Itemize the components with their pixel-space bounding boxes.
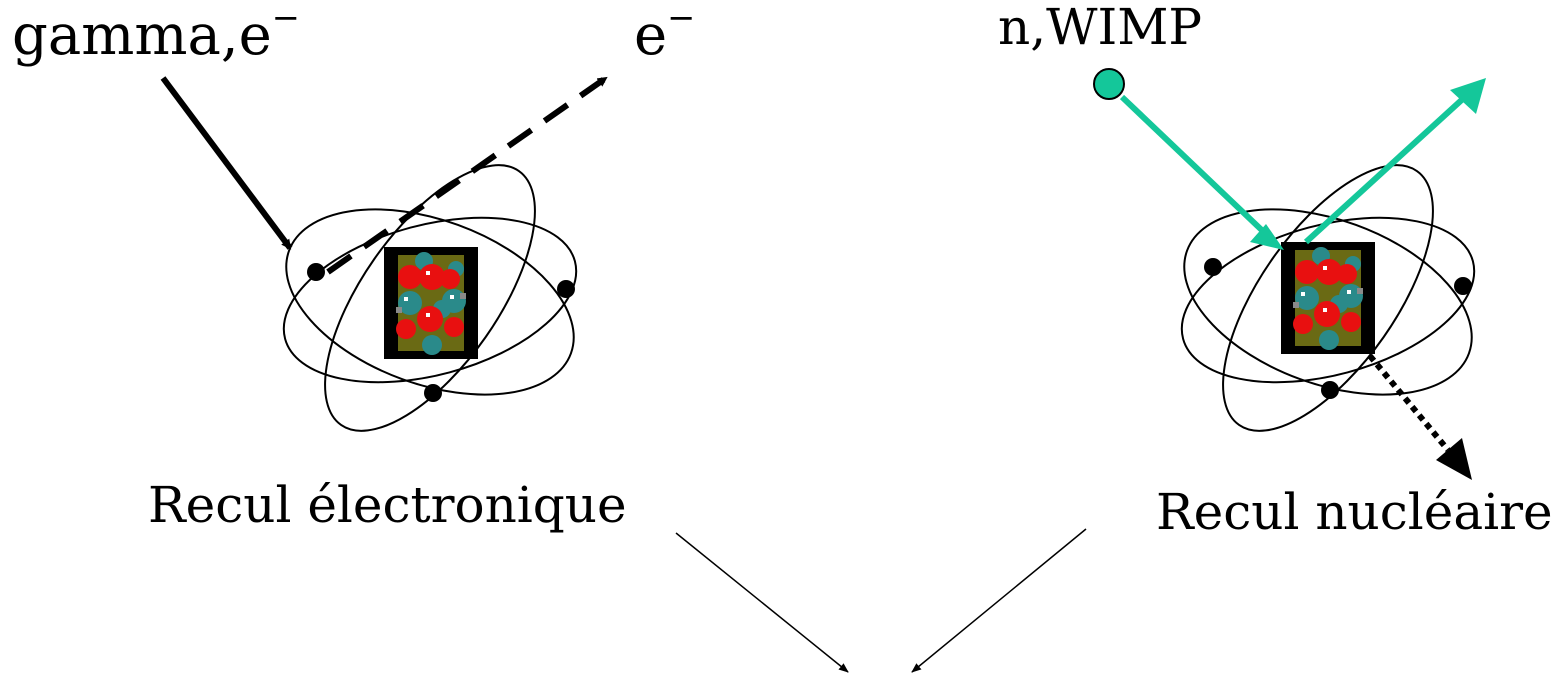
incoming-wimp-arrowhead xyxy=(1250,224,1284,250)
outgoing-electron-label-base: e xyxy=(634,3,668,68)
incoming-gamma-label-sup: − xyxy=(271,0,300,37)
recoil-nucleus-arrow xyxy=(1367,354,1451,452)
right-orbit-3 xyxy=(1222,164,1434,432)
incoming-gamma-label-base: gamma,e xyxy=(12,3,272,68)
electron-dot xyxy=(424,384,442,402)
left-orbit-1 xyxy=(285,208,575,396)
outgoing-electron-label-sup: − xyxy=(667,0,696,37)
left-orbit-3 xyxy=(324,164,536,432)
left-orbit-2 xyxy=(282,216,578,384)
electron-dot xyxy=(307,263,325,281)
incoming-wimp-label: n,WIMP xyxy=(998,0,1203,56)
outgoing-electron-arrow xyxy=(326,75,608,275)
left-atom xyxy=(282,164,578,432)
outgoing-wimp-arrow xyxy=(1303,93,1469,245)
wimp-particle-icon xyxy=(1093,68,1125,100)
convergence-arrow-right xyxy=(911,528,1087,673)
recoil-nuclear-label: Recul nucléaire xyxy=(1156,483,1553,541)
electron-dot xyxy=(557,280,575,298)
outgoing-wimp-arrowhead xyxy=(1450,78,1486,114)
electron-dot xyxy=(1454,277,1472,295)
right-nucleus-icon xyxy=(1281,242,1375,354)
right-orbit-1 xyxy=(1183,208,1473,396)
incoming-gamma-label: gamma,e− xyxy=(12,1,300,64)
recoil-electronic-label: Recul électronique xyxy=(148,476,627,534)
outgoing-electron-label: e− xyxy=(634,1,695,64)
convergence-arrow-left xyxy=(675,532,849,673)
left-nucleus-icon xyxy=(384,247,478,359)
left-electrons xyxy=(307,263,575,402)
electron-dot xyxy=(1204,258,1222,276)
incoming-wimp-arrow xyxy=(1119,94,1271,239)
right-electrons xyxy=(1204,258,1472,399)
right-atom xyxy=(1180,164,1476,432)
right-orbit-2 xyxy=(1180,216,1476,384)
electron-dot xyxy=(1321,381,1339,399)
incoming-gamma-arrow xyxy=(160,76,293,250)
recoil-nucleus-arrowhead xyxy=(1436,438,1472,480)
